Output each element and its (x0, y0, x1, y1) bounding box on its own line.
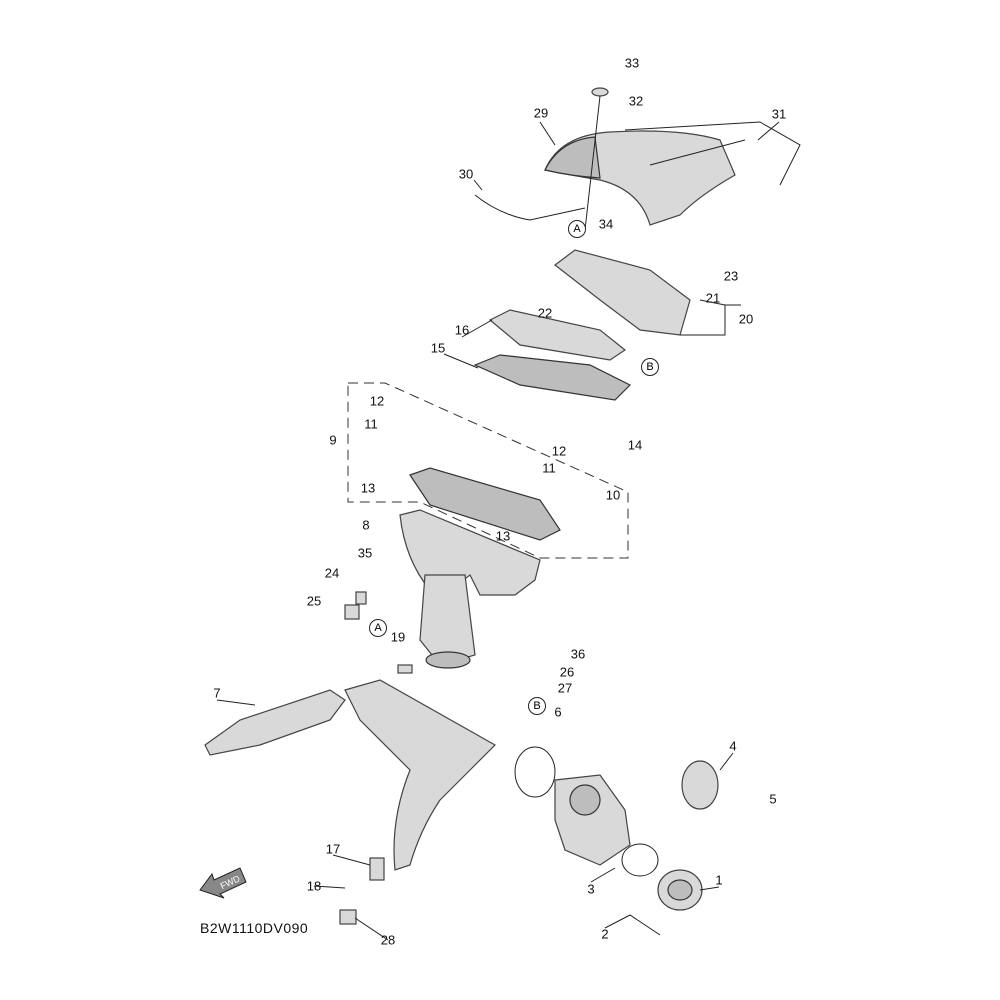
part-28 (339, 909, 357, 925)
label-19: 19 (390, 629, 406, 645)
part-30-strip (474, 194, 586, 221)
label-28: 28 (380, 932, 396, 948)
label-20: 20 (738, 311, 754, 327)
part-15-filter (473, 354, 632, 401)
group-9-outline (347, 382, 629, 559)
label-27: 27 (557, 680, 573, 696)
label-18: 18 (306, 878, 322, 894)
label-31: 31 (771, 106, 787, 122)
part-13-frame (409, 467, 561, 541)
label-17: 17 (325, 841, 341, 857)
part-lower-funnel (344, 679, 496, 871)
part-25 (344, 604, 360, 620)
label-11: 11 (364, 416, 378, 432)
label-12: 12 (551, 443, 567, 459)
label-23: 23 (723, 268, 739, 284)
label-1: 1 (715, 872, 723, 888)
callout-b: B (528, 697, 546, 715)
label-5: 5 (769, 791, 777, 807)
label-16: 16 (454, 322, 470, 338)
label-30: 30 (458, 166, 474, 182)
part-17 (369, 857, 385, 881)
label-15: 15 (430, 340, 446, 356)
label-13: 13 (495, 528, 511, 544)
callout-a: A (369, 619, 387, 637)
callout-a: A (568, 220, 586, 238)
part-19 (397, 664, 413, 674)
label-6: 6 (554, 704, 562, 720)
label-8: 8 (362, 517, 370, 533)
label-14: 14 (627, 437, 643, 453)
label-35: 35 (357, 545, 373, 561)
label-22: 22 (537, 305, 553, 321)
label-26: 26 (559, 664, 575, 680)
label-10: 10 (605, 487, 621, 503)
part-24 (355, 591, 367, 605)
part-31-seal (624, 121, 801, 186)
part-4-cover (681, 760, 719, 810)
label-32: 32 (628, 93, 644, 109)
part-16-screen (488, 309, 627, 361)
diagram-code: B2W1110DV090 (200, 920, 309, 936)
label-13: 13 (360, 480, 376, 496)
label-4: 4 (729, 738, 737, 754)
part-7-duct (204, 689, 346, 756)
label-24: 24 (324, 565, 340, 581)
label-34: 34 (598, 216, 614, 232)
fwd-arrow-icon: FWD (199, 867, 247, 899)
label-33: 33 (624, 55, 640, 71)
label-29: 29 (533, 105, 549, 121)
label-7: 7 (213, 685, 221, 701)
label-36: 36 (570, 646, 586, 662)
label-9: 9 (329, 432, 337, 448)
label-25: 25 (306, 593, 322, 609)
part-22-duct (554, 249, 691, 336)
label-12: 12 (369, 393, 385, 409)
part-6-clamp (514, 746, 556, 798)
label-11: 11 (542, 460, 556, 476)
label-21: 21 (705, 290, 721, 306)
label-3: 3 (587, 881, 595, 897)
callout-b: B (641, 358, 659, 376)
label-2: 2 (601, 926, 609, 942)
part-33-screw (591, 87, 609, 97)
